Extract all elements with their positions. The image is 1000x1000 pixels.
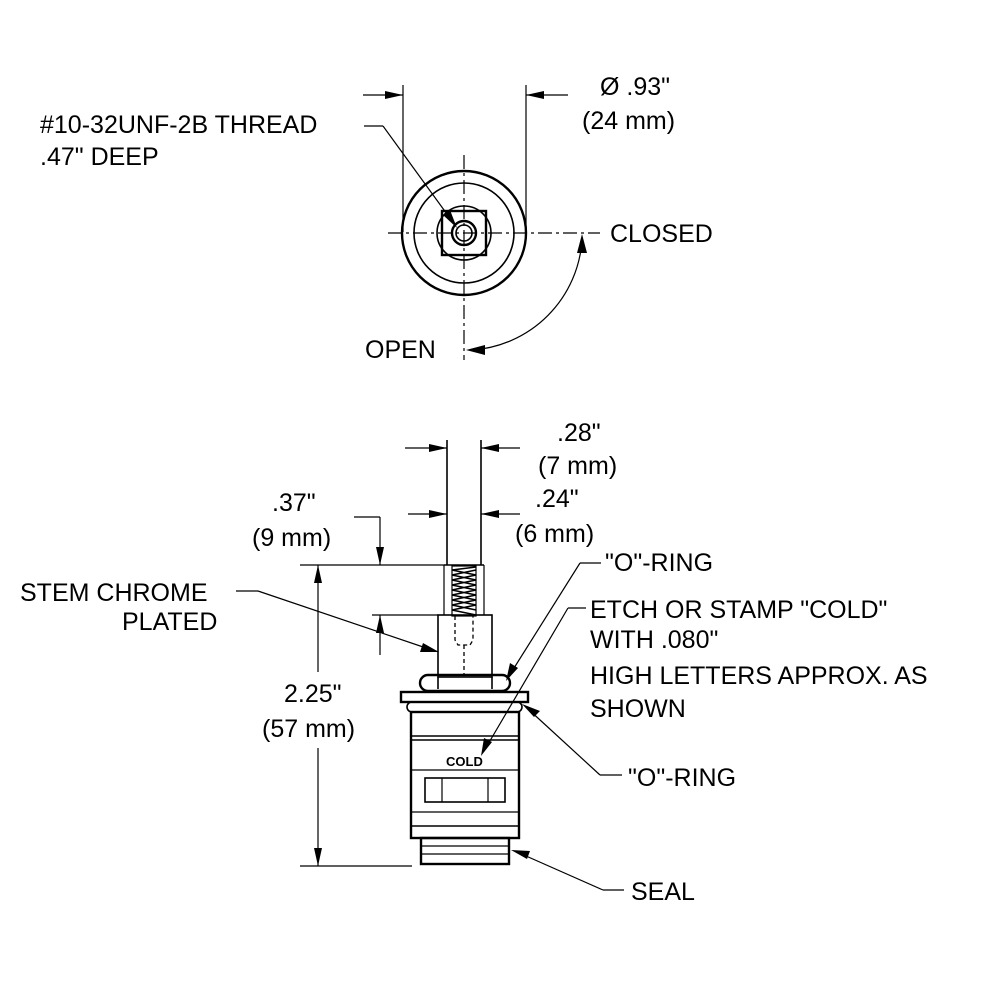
stem-label-line1: STEM CHROME	[20, 579, 208, 607]
overall-arrow-top	[314, 565, 322, 583]
flat-width-arrow-left	[429, 510, 447, 518]
thread-leader-arrow	[443, 210, 457, 228]
spline-length-arrow-bottom	[376, 615, 384, 633]
cartridge-body	[409, 710, 521, 840]
stem-width-metric-label: (7 mm)	[538, 452, 617, 480]
stem-width-arrow-left	[429, 444, 447, 452]
etch-label-line2: WITH .080"	[590, 626, 718, 654]
flange	[399, 690, 530, 704]
stem-spline	[451, 565, 477, 617]
diameter-metric-label: (24 mm)	[582, 107, 675, 135]
spline-length-arrow-top	[376, 547, 384, 565]
thread-hidden-line	[454, 616, 474, 646]
etch-label-line3: HIGH LETTERS APPROX. AS	[590, 662, 928, 690]
closed-label: CLOSED	[610, 220, 713, 248]
oring-top-leader	[508, 562, 581, 677]
seal-label: SEAL	[631, 878, 695, 906]
stem-label-line2: PLATED	[122, 608, 217, 636]
side-view: COLD .28" (7 mm) .24" (6 mm) .37" (9 mm)…	[20, 419, 928, 906]
top-view: Ø .93" (24 mm) #10-32UNF-2B THREAD .47" …	[40, 73, 713, 364]
oring-bottom-arrow	[522, 704, 540, 717]
stem-collar	[437, 614, 493, 678]
overall-length-metric-label: (57 mm)	[262, 715, 355, 743]
diameter-arrow-right	[526, 91, 544, 99]
oring-top-label: "O"-RING	[605, 549, 713, 577]
stem-leader-arrow	[420, 643, 439, 652]
etch-arrow	[481, 738, 492, 756]
seal	[419, 836, 511, 866]
rotation-arrow-closed	[577, 234, 587, 253]
stem-width-label: .28"	[557, 419, 601, 447]
stem-leader	[257, 590, 433, 651]
flat-width-metric-label: (6 mm)	[515, 520, 594, 548]
oring-bottom-leader	[526, 707, 601, 776]
diameter-label: Ø .93"	[600, 73, 670, 101]
rotation-arc	[471, 239, 583, 351]
diameter-arrow-left	[385, 91, 403, 99]
thread-label-line1: #10-32UNF-2B THREAD	[40, 111, 317, 139]
stem-width-arrow-right	[481, 444, 499, 452]
lower-oring	[406, 701, 523, 713]
flat-width-arrow-right	[481, 510, 499, 518]
body-window	[424, 777, 506, 803]
oring-top-arrow	[506, 663, 518, 681]
open-label: OPEN	[365, 336, 436, 364]
overall-length-label: 2.25"	[284, 680, 342, 708]
etch-leader	[483, 607, 569, 752]
spline-length-label: .37"	[272, 489, 316, 517]
rotation-arrow-open	[466, 345, 485, 355]
spline-length-metric-label: (9 mm)	[252, 524, 331, 552]
thread-label-line2: .47" DEEP	[40, 143, 159, 171]
thread-leader	[382, 125, 453, 222]
flat-width-label: .24"	[535, 485, 579, 513]
etch-label-line4: SHOWN	[590, 695, 686, 723]
seal-leader	[516, 851, 604, 891]
cold-stamp: COLD	[446, 754, 483, 769]
oring-bottom-label: "O"-RING	[628, 764, 736, 792]
etch-label-line1: ETCH OR STAMP "COLD"	[590, 596, 887, 624]
overall-arrow-bottom	[314, 848, 322, 866]
seal-arrow	[511, 850, 530, 859]
